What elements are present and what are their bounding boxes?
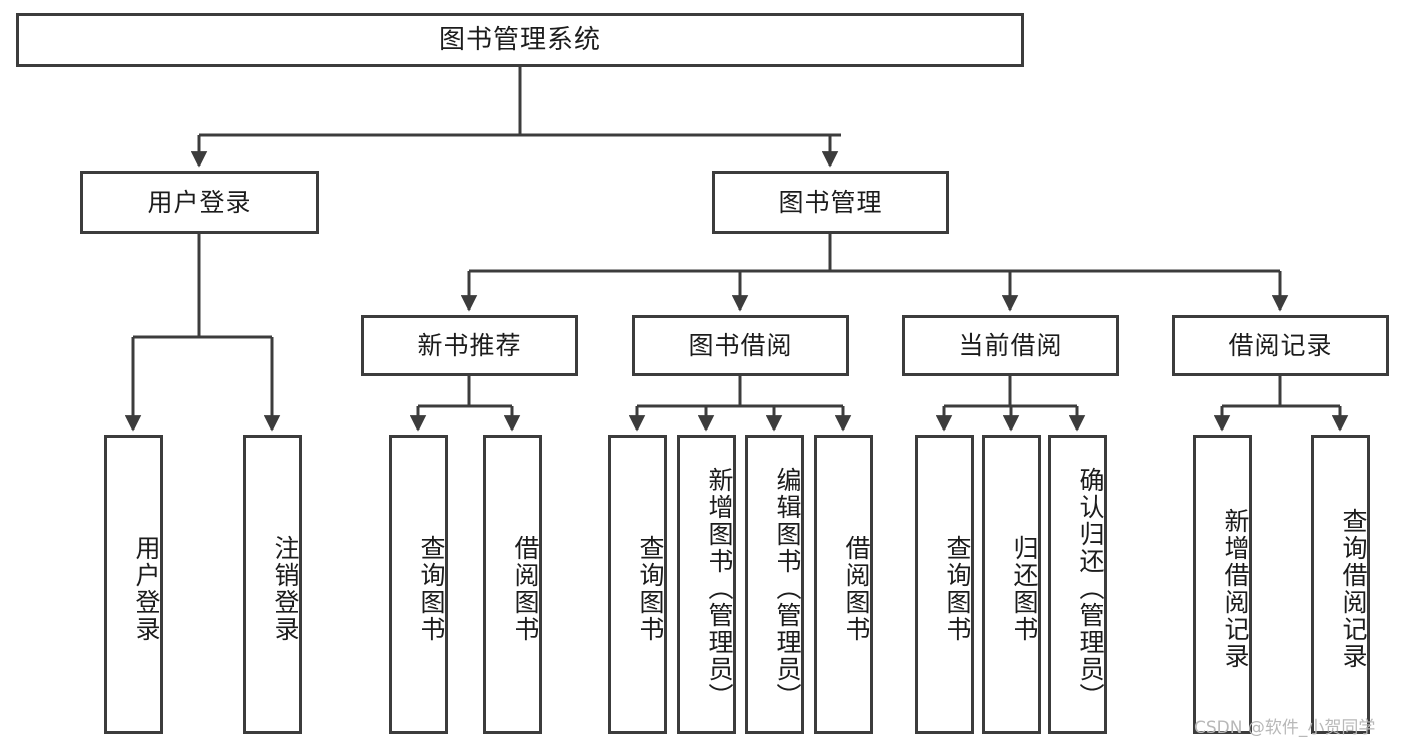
leaf-user-login-logout[interactable]: 注销登录 xyxy=(243,435,302,734)
node-label: 新增图书（管理员） xyxy=(705,467,734,710)
node-label: 查询图书 xyxy=(417,534,446,643)
leaf-new-book-query-book[interactable]: 查询图书 xyxy=(389,435,448,734)
node-label: 新书推荐 xyxy=(417,330,522,360)
leaf-borrow-record-add-record[interactable]: 新增借阅记录 xyxy=(1193,435,1252,734)
node-borrowing-record[interactable]: 借阅记录 xyxy=(1172,315,1389,376)
node-label: 图书管理系统 xyxy=(438,24,601,55)
node-book-management[interactable]: 图书管理 xyxy=(712,171,949,234)
leaf-borrow-record-query-record[interactable]: 查询借阅记录 xyxy=(1311,435,1370,734)
leaf-current-borrow-query-book[interactable]: 查询图书 xyxy=(915,435,974,734)
node-root-book-management-system[interactable]: 图书管理系统 xyxy=(16,13,1024,67)
leaf-user-login-login[interactable]: 用户登录 xyxy=(104,435,163,734)
node-label: 当前借阅 xyxy=(958,330,1063,360)
node-label: 归还图书 xyxy=(1010,534,1039,643)
node-label: 新增借阅记录 xyxy=(1221,507,1250,670)
node-user-login[interactable]: 用户登录 xyxy=(80,171,319,234)
leaf-book-borrow-query-book[interactable]: 查询图书 xyxy=(608,435,667,734)
csdn-watermark: CSDN @软件_小贺同学 xyxy=(1194,718,1376,738)
node-label: 用户登录 xyxy=(132,534,161,643)
node-label: 查询借阅记录 xyxy=(1339,507,1368,670)
node-label: 借阅记录 xyxy=(1228,330,1333,360)
leaf-book-borrow-edit-book-admin[interactable]: 编辑图书（管理员） xyxy=(745,435,804,734)
node-label: 确认归还（管理员） xyxy=(1076,467,1105,710)
node-label: 图书管理 xyxy=(778,187,883,217)
node-label: 注销登录 xyxy=(271,534,300,643)
leaf-new-book-borrow-book[interactable]: 借阅图书 xyxy=(483,435,542,734)
node-label: 用户登录 xyxy=(147,187,252,217)
node-label: 借阅图书 xyxy=(511,534,540,643)
node-label: 图书借阅 xyxy=(688,330,793,360)
node-new-book-recommendation[interactable]: 新书推荐 xyxy=(361,315,578,376)
leaf-book-borrow-borrow-book[interactable]: 借阅图书 xyxy=(814,435,873,734)
node-label: 查询图书 xyxy=(943,534,972,643)
leaf-current-borrow-confirm-return-admin[interactable]: 确认归还（管理员） xyxy=(1048,435,1107,734)
node-label: 借阅图书 xyxy=(842,534,871,643)
leaf-current-borrow-return-book[interactable]: 归还图书 xyxy=(982,435,1041,734)
node-current-borrowing[interactable]: 当前借阅 xyxy=(902,315,1119,376)
node-label: 查询图书 xyxy=(636,534,665,643)
node-label: 编辑图书（管理员） xyxy=(773,467,802,710)
node-book-borrowing[interactable]: 图书借阅 xyxy=(632,315,849,376)
leaf-book-borrow-add-book-admin[interactable]: 新增图书（管理员） xyxy=(677,435,736,734)
